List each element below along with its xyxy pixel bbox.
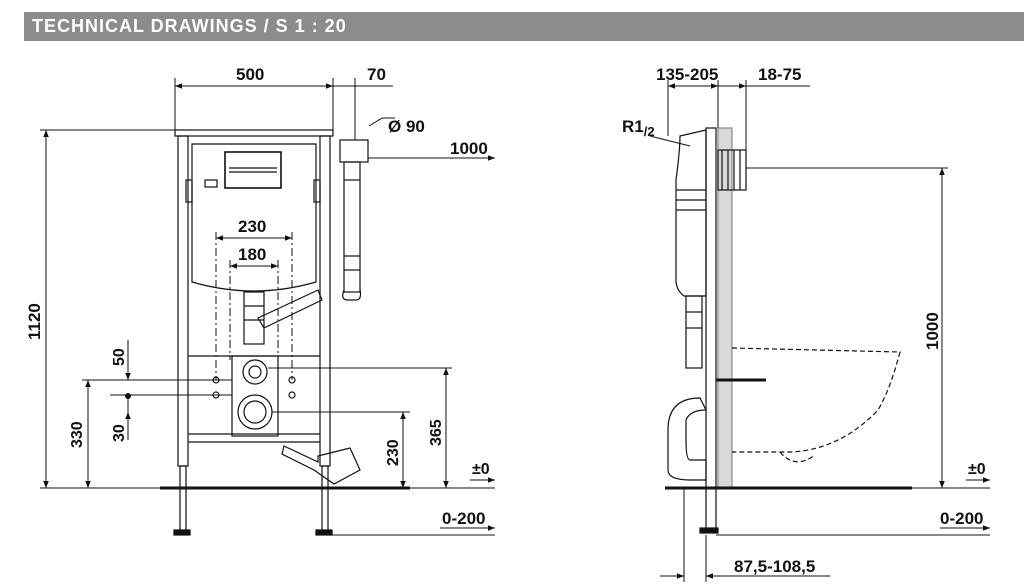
dim-50-label: 50 (111, 348, 128, 366)
vent-pipe-top (339, 139, 369, 163)
outlet-opening (237, 394, 273, 430)
vent-pipe (343, 161, 361, 293)
dim-top-level-label: 1000 (450, 139, 488, 158)
dim-330-label: 330 (69, 421, 86, 448)
dim-230-low-label: 230 (385, 439, 402, 466)
page-title: TECHNICAL DRAWINGS / S 1 : 20 (32, 16, 347, 36)
dim-floor-range-label: 0-200 (442, 509, 485, 528)
dim-height-label: 1120 (25, 303, 44, 340)
cistern (191, 143, 317, 292)
side-drain-elbow (667, 397, 707, 481)
frame-top-rail (174, 129, 334, 137)
side-flush-pipe (685, 295, 703, 369)
connection-block (231, 355, 279, 437)
dim-depth-label: 135-205 (656, 65, 718, 84)
dim-floor-label: ±0 (472, 461, 490, 478)
inlet-opening (242, 359, 268, 385)
dim-pipe-diameter-label: Ø 90 (388, 117, 425, 136)
flush-pipe (243, 291, 265, 345)
toilet-outline (731, 347, 901, 453)
dim-180-label: 180 (238, 245, 266, 264)
frame-right-post (319, 135, 331, 467)
side-frame-post (705, 127, 717, 533)
header-bar: TECHNICAL DRAWINGS / S 1 : 20 (24, 12, 1024, 41)
side-dim-height-label: 1000 (923, 312, 942, 350)
side-cistern (675, 129, 707, 297)
side-dimensions (649, 80, 990, 582)
side-dim-floor-range-label: 0-200 (940, 509, 983, 528)
front-view (40, 78, 495, 536)
wall (717, 127, 733, 489)
side-dim-floor-label: ±0 (968, 461, 986, 478)
dim-365-label: 365 (428, 419, 445, 446)
connection-pipe (257, 289, 323, 329)
dim-30-label: 30 (111, 424, 128, 442)
water-supply (717, 149, 747, 191)
dim-230-label: 230 (238, 217, 266, 236)
drain-pipe (281, 445, 361, 485)
dim-wall-label: 18-75 (758, 65, 801, 84)
dim-bottom-label: 87,5-108,5 (734, 557, 815, 576)
dim-pipe-label: 70 (367, 65, 386, 84)
flush-plate-opening (224, 151, 282, 189)
side-view (649, 80, 990, 582)
thread-label: R1/2 (622, 117, 655, 139)
dim-width-label: 500 (236, 65, 264, 84)
left-foot (179, 465, 187, 535)
front-dimensions (40, 78, 495, 536)
